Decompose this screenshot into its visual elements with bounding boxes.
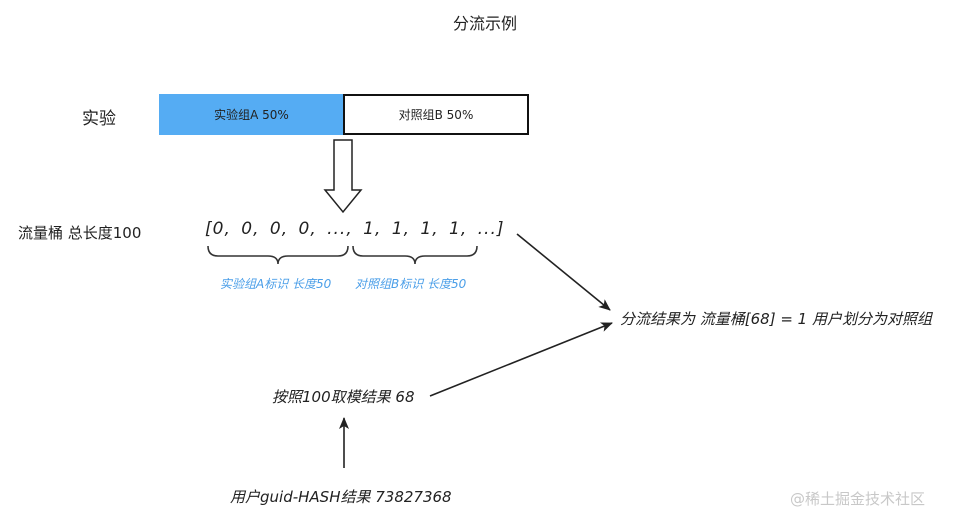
hollow-down-arrow — [323, 139, 363, 214]
hash-result-text: 用户guid-HASH结果 73827368 — [230, 488, 452, 506]
group-b-label: 对照组B 50% — [398, 108, 474, 122]
brace-group-b — [352, 245, 478, 265]
brace-label-a: 实验组A标识 长度50 — [220, 277, 332, 291]
brace-group-a — [207, 245, 349, 265]
brace-label-b: 对照组B标识 长度50 — [355, 277, 467, 291]
diagram-title: 分流示例 — [452, 14, 517, 33]
group-b-segment: 对照组B 50% — [343, 94, 529, 135]
arrow-mod-to-result — [429, 322, 613, 397]
bucket-label: 流量桶 总长度100 — [18, 224, 142, 242]
bucket-array: [0, 0, 0, 0, ..., 1, 1, 1, 1, ...] — [205, 219, 505, 239]
group-a-segment: 实验组A 50% — [159, 94, 344, 135]
group-a-label: 实验组A 50% — [214, 108, 289, 122]
mod-result-text: 按照100取模结果 68 — [272, 388, 415, 406]
experiment-label: 实验 — [82, 109, 116, 129]
arrow-bucket-to-result — [516, 233, 611, 311]
watermark: @稀土掘金技术社区 — [790, 490, 926, 508]
result-text: 分流结果为 流量桶[68] = 1 用户划分为对照组 — [620, 310, 932, 328]
